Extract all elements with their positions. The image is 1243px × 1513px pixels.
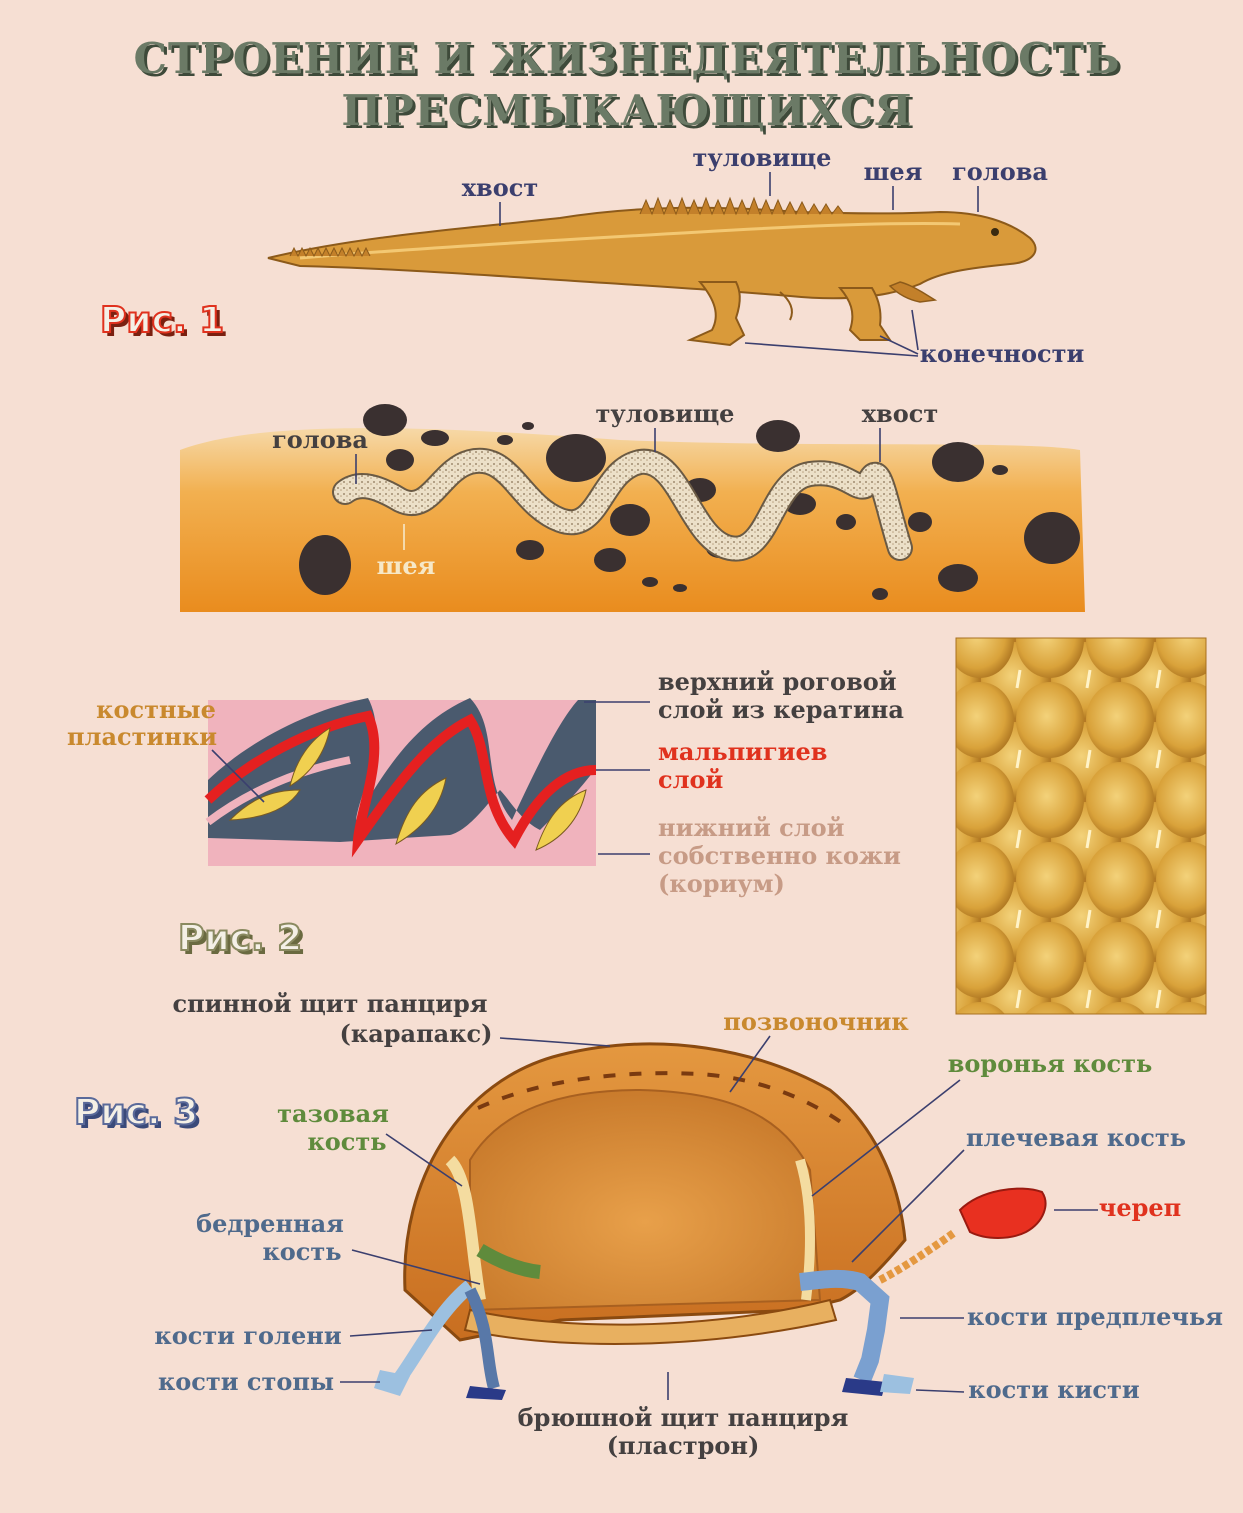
fig3-caption-shadow: Рис. 3 bbox=[78, 1096, 202, 1137]
humerus-label: плечевая кость bbox=[966, 1123, 1186, 1152]
fig1-caption-shadow: Рис. 1 bbox=[104, 304, 228, 345]
spine-label: позвоночник bbox=[723, 1007, 909, 1036]
dermis-label-2: собственно кожи bbox=[658, 841, 901, 870]
shin-label: кости голени bbox=[154, 1321, 341, 1350]
dermis-label-1: нижний слой bbox=[658, 813, 844, 842]
lizard-trunk-label: туловище bbox=[693, 143, 832, 172]
coracoid-label: воронья кость bbox=[948, 1049, 1153, 1078]
foot-label: кости стопы bbox=[158, 1367, 334, 1396]
dermis-label-3: (кориум) bbox=[658, 869, 785, 898]
lizard-head-label: голова bbox=[952, 157, 1048, 186]
femur-label-2: кость bbox=[262, 1237, 341, 1266]
skin-cross-section bbox=[204, 698, 597, 866]
turtle-skeleton-illustration bbox=[374, 1042, 1047, 1400]
page-title-line2: ПРЕСМЫКАЮЩИХСЯ bbox=[341, 86, 912, 135]
pelvis-label-2: кость bbox=[307, 1127, 386, 1156]
snake-tail-label: хвост bbox=[862, 399, 938, 428]
snake-trunk-label: туловище bbox=[596, 399, 735, 428]
lizard-neck-label: шея bbox=[864, 157, 923, 186]
lizard-tail-label: хвост bbox=[462, 173, 538, 202]
horny-layer-label-1: верхний роговой bbox=[658, 667, 897, 696]
skull-label: череп bbox=[1099, 1193, 1181, 1222]
forearm-label: кости предплечья bbox=[967, 1302, 1223, 1331]
malpighian-layer-label-1: мальпигиев bbox=[658, 737, 827, 766]
lizard-limbs-label: конечности bbox=[920, 339, 1085, 368]
page-title-line1: СТРОЕНИЕ И ЖИЗНЕДЕЯТЕЛЬНОСТЬ bbox=[133, 34, 1120, 83]
carapace-label-2: (карапакс) bbox=[340, 1019, 493, 1048]
fig3-caption: Рис. 3 bbox=[74, 1092, 198, 1133]
hand-label: кости кисти bbox=[968, 1375, 1139, 1404]
snake-neck-label: шея bbox=[377, 551, 436, 580]
bone-plates-label-1: костные bbox=[96, 695, 216, 724]
fig1-caption: Рис. 1 bbox=[100, 300, 224, 341]
femur-label-1: бедренная bbox=[196, 1209, 344, 1238]
page-title-line2-shadow: ПРЕСМЫКАЮЩИХСЯ bbox=[344, 89, 915, 138]
bone-plates-label-2: пластинки bbox=[67, 722, 217, 751]
lizard-label-pointers bbox=[499, 172, 979, 357]
scales-closeup-image bbox=[955, 637, 1207, 1015]
snake-soil-illustration bbox=[180, 404, 1085, 612]
turtle-label-pointers bbox=[340, 1035, 1098, 1400]
page-title-line1-shadow: СТРОЕНИЕ И ЖИЗНЕДЕЯТЕЛЬНОСТЬ bbox=[136, 37, 1123, 86]
snake-label-pointers bbox=[355, 428, 881, 550]
lizard-illustration bbox=[267, 196, 1037, 347]
snake-head-label: голова bbox=[272, 425, 368, 454]
fig2-caption-shadow: Рис. 2 bbox=[182, 922, 306, 963]
plastron-label-1: брюшной щит панциря bbox=[518, 1403, 849, 1432]
malpighian-layer-label-2: слой bbox=[658, 765, 723, 794]
skin-label-pointers bbox=[211, 701, 650, 855]
horny-layer-label-2: слой из кератина bbox=[658, 695, 904, 724]
fig2-caption: Рис. 2 bbox=[178, 918, 302, 959]
plastron-label-2: (пластрон) bbox=[607, 1431, 760, 1460]
carapace-label-1: спинной щит панциря bbox=[173, 989, 488, 1018]
pelvis-label-1: тазовая bbox=[277, 1099, 389, 1128]
